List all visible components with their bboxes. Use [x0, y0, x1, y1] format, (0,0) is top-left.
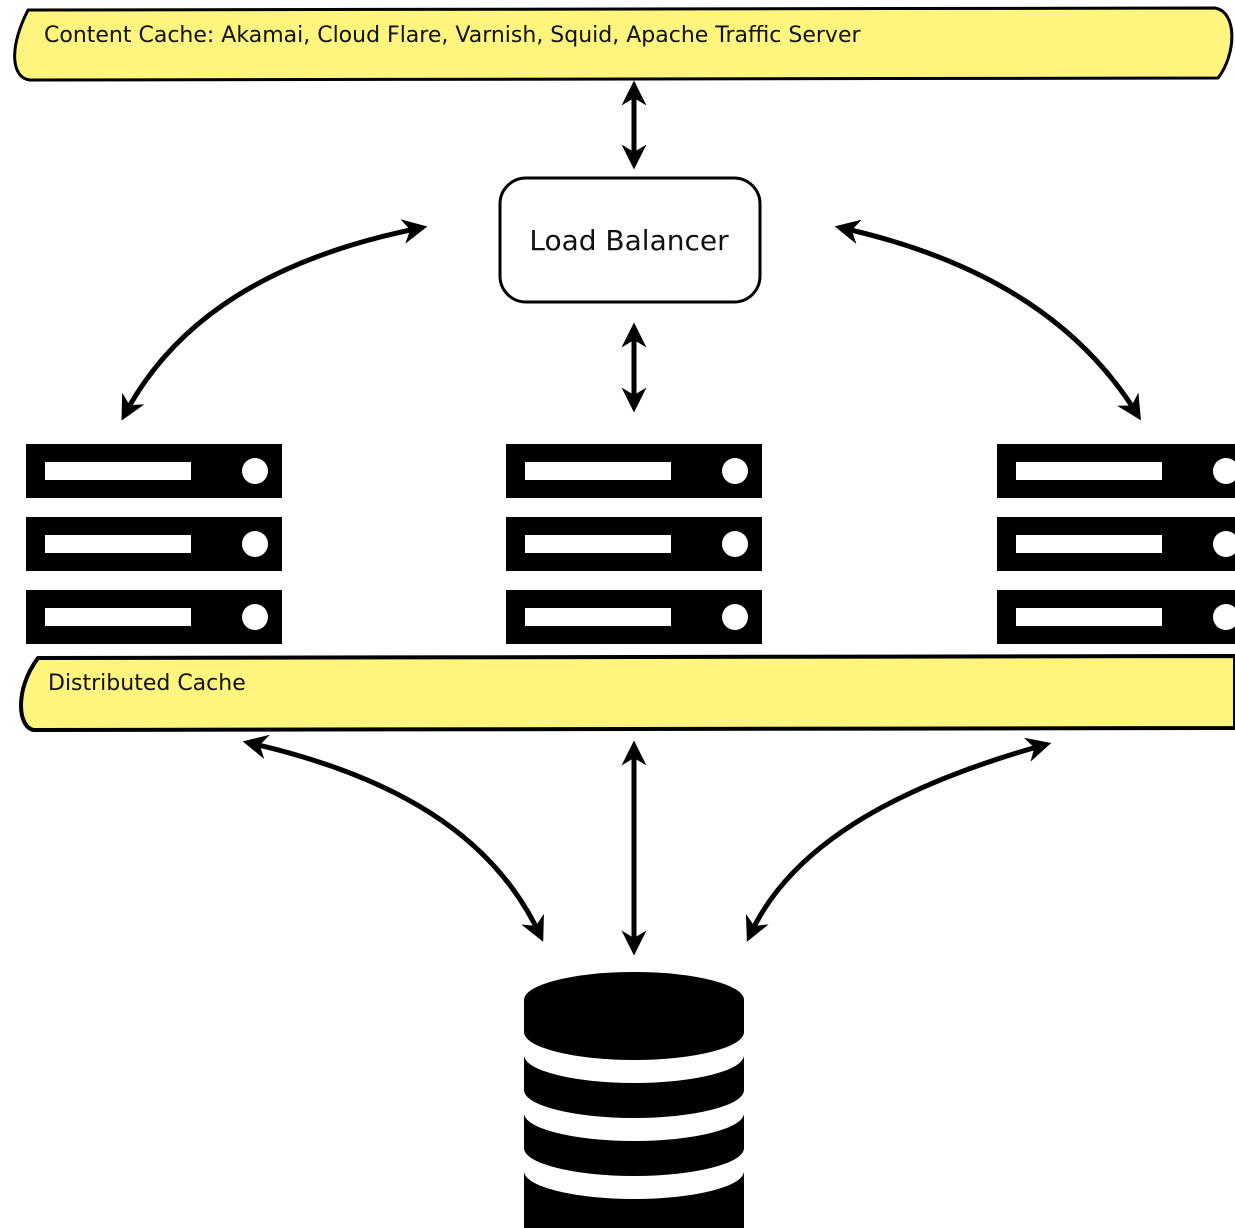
load-balancer-box	[498, 176, 762, 304]
load-balancer-label: Load Balancer	[529, 224, 729, 257]
connector-cache-to-database-left	[242, 734, 544, 942]
connector-balancer-to-left-server	[121, 219, 428, 421]
distributed-cache-band: Distributed Cache	[19, 654, 1235, 732]
server-rack-right	[997, 444, 1235, 644]
server-rack-center	[506, 444, 762, 644]
server-rack-icon	[506, 444, 762, 644]
content-cache-shape	[13, 6, 1234, 82]
distributed-cache-label: Distributed Cache	[48, 671, 246, 696]
load-balancer-node[interactable]: Load Balancer	[498, 176, 762, 304]
connector-cache-to-database-right	[745, 737, 1052, 942]
server-rack-icon	[26, 444, 282, 644]
server-rack-icon	[997, 444, 1235, 644]
connector-balancer-to-right-server	[834, 219, 1141, 421]
server-rack-left	[26, 444, 282, 644]
content-cache-band: Content Cache: Akamai, Cloud Flare, Varn…	[13, 6, 1234, 82]
distributed-cache-shape	[19, 654, 1235, 732]
database-icon	[524, 972, 744, 1228]
content-cache-label: Content Cache: Akamai, Cloud Flare, Varn…	[44, 23, 861, 48]
